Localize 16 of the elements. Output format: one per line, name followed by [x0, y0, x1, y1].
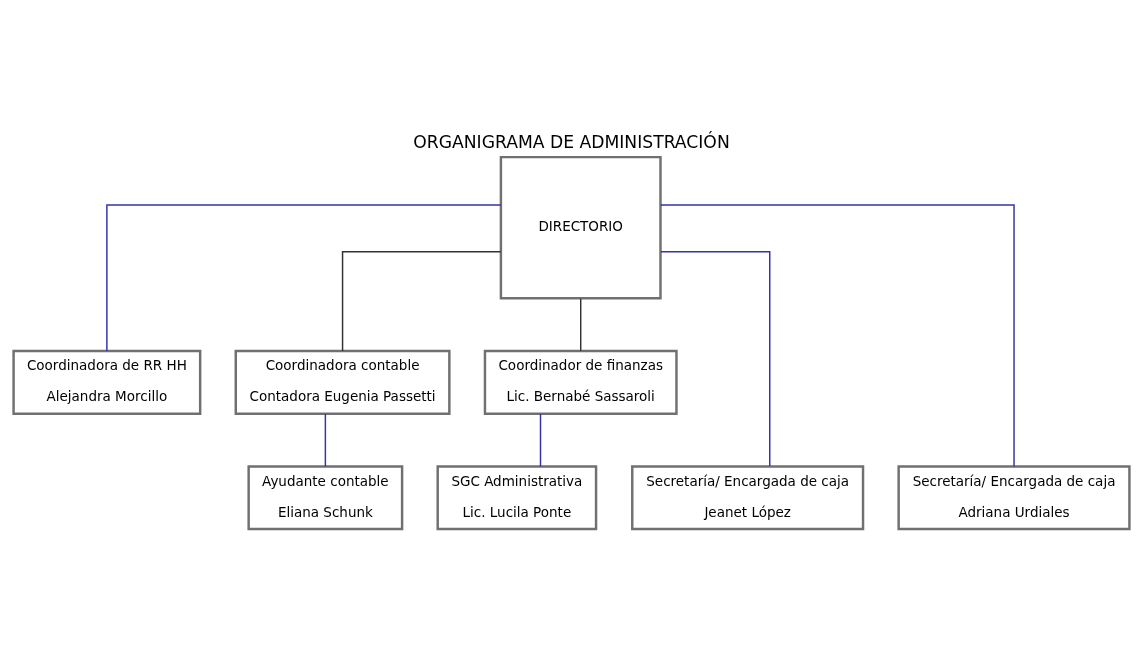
connector — [579, 297, 582, 352]
node-box: Ayudante contable Eliana Schunk — [247, 464, 404, 530]
node-box: Coordinador de finanzas Lic. Bernabé Sassaroli — [483, 349, 678, 415]
connector — [660, 250, 771, 467]
node-box: DIRECTORIO — [499, 155, 662, 300]
connector — [341, 250, 502, 352]
node-box: Secretaría/ Encargada de caja Adriana Urdiales — [897, 464, 1131, 530]
connector — [659, 203, 1015, 467]
connector — [106, 203, 502, 352]
node-box: Coordinadora contable Contadora Eugenia Passetti — [234, 349, 451, 415]
diagram-title: ORGANIGRAMA DE ADMINISTRACIÓN — [413, 131, 730, 152]
node-box: Coordinadora de RR HH Alejandra Morcillo — [12, 349, 202, 415]
connector — [324, 412, 327, 467]
connector — [539, 412, 542, 467]
node-box: SGC Administrativa Lic. Lucila Ponte — [436, 464, 598, 530]
node-box: Secretaría/ Encargada de caja Jeanet López — [631, 464, 865, 530]
